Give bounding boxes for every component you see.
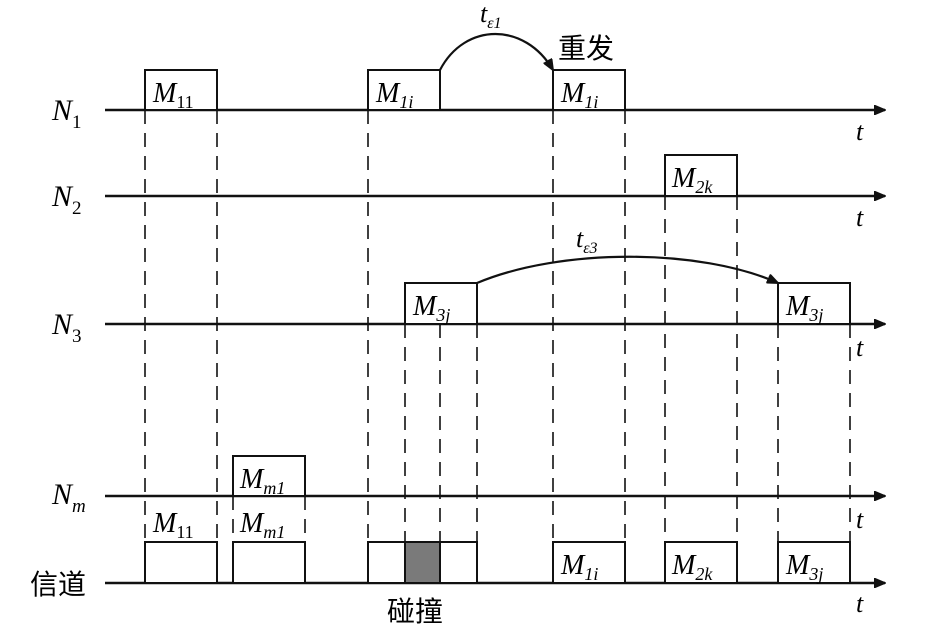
time-label: t [856,505,864,534]
label-m2k: M2k [671,163,713,197]
time-label: t [856,589,864,618]
node-label-n1: N1 [51,94,82,133]
channel-box-m3j [777,541,851,584]
message-box-m11 [144,69,218,111]
label-m3j: M3j [412,291,450,325]
message-box-m1i-resend [552,69,626,111]
channel-box-mm1 [232,541,306,584]
dashed-guides [144,110,851,542]
channel-box-m1i [552,541,626,584]
message-box-mm1 [232,455,306,497]
time-label: t [856,203,864,232]
node-labels: N1 N2 N3 Nm 信道 [30,94,86,601]
backoff-arrow-te3 [476,255,778,285]
label-channel-m11: M11 [152,508,194,542]
backoff-arrow-te1 [439,32,553,70]
collision-annotation: 碰撞 [387,595,443,628]
message-box-m1i [367,69,441,111]
time-label: t [856,117,864,146]
node-messages [144,69,851,497]
label-m11: M11 [152,78,194,112]
label-m1i: M1i [375,78,413,112]
label-channel-mm1: Mm1 [239,508,285,542]
label-m1i-resend: M1i [560,78,598,112]
label-channel-m1i: M1i [560,550,598,584]
node-label-n2: N2 [51,180,82,219]
label-channel-m2k: M2k [671,550,713,584]
delay-label-te1: tε1 [480,0,502,32]
timelines [105,110,885,583]
collision-overlap [404,541,441,584]
channel-box-m2k [664,541,738,584]
message-box-m2k [664,154,738,197]
label-mm1: Mm1 [239,464,285,498]
label-channel-m3j: M3j [785,550,823,584]
message-labels: M11 M1i M1i M2k M3j M3j Mm1 M11 Mm1 M1i … [152,78,823,584]
message-box-m3j-resend [777,282,851,325]
channel-label: 信道 [30,568,86,601]
message-box-m3j [404,282,478,325]
delay-label-te3: tε3 [576,224,598,257]
resend-annotation: 重发 [558,32,614,65]
node-label-n3: N3 [51,308,82,347]
label-m3j-resend: M3j [785,291,823,325]
time-labels: t t t t t [856,117,864,618]
node-label-nm: Nm [51,478,86,517]
time-label: t [856,333,864,362]
channel-box-m11 [144,541,218,584]
channel-messages [144,541,851,584]
